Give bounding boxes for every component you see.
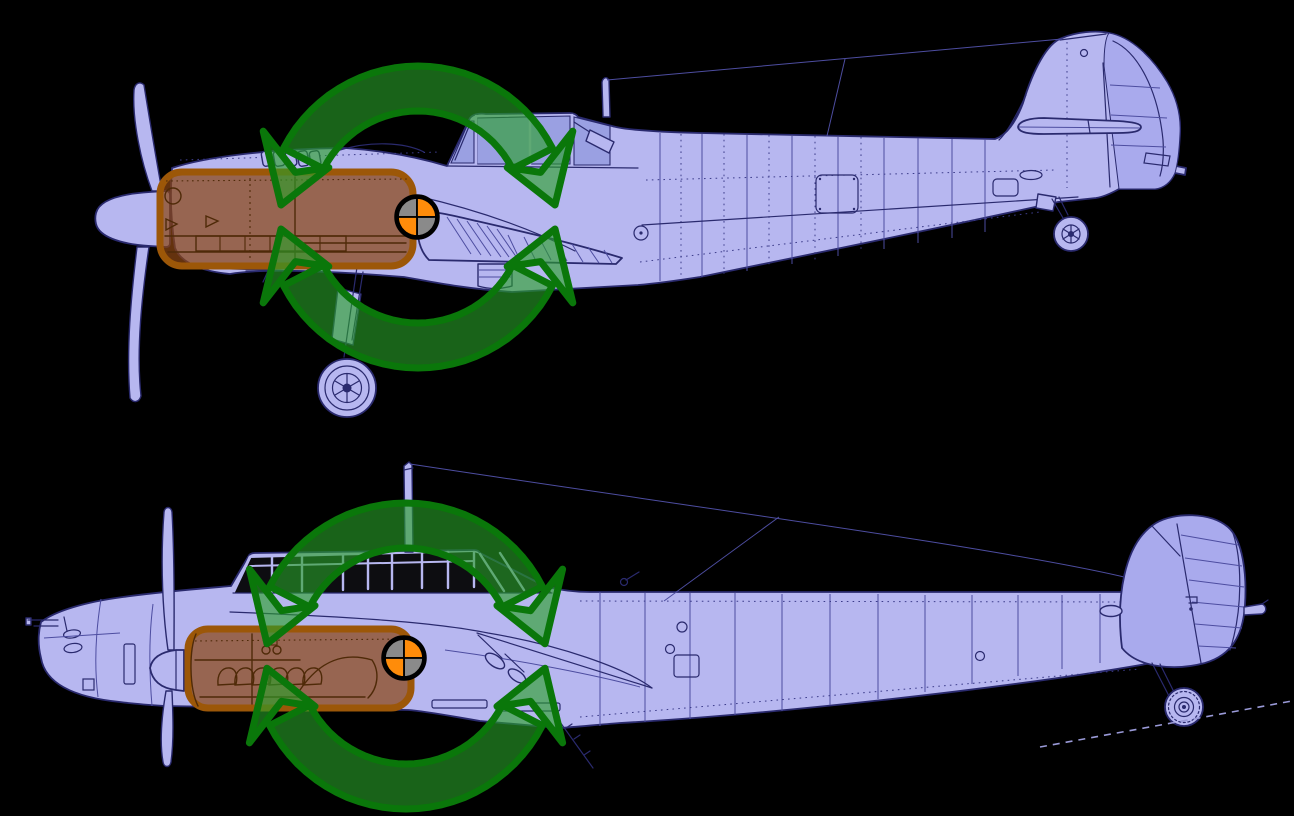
engine-nacelle xyxy=(149,506,199,768)
wing-root xyxy=(229,611,653,769)
fuselage-panel-lines xyxy=(579,571,1141,726)
tail-fin xyxy=(1119,514,1247,668)
propeller-icon xyxy=(161,506,175,651)
rudder xyxy=(1103,32,1181,190)
center-of-gravity-icon-top xyxy=(394,194,440,240)
propeller-icon xyxy=(127,82,163,403)
rotation-arrows-icon-bottom xyxy=(245,499,567,813)
antenna-wires xyxy=(409,463,1125,602)
antenna-wire xyxy=(606,38,1063,81)
rotation-arrows-icon-top xyxy=(259,62,577,372)
antenna xyxy=(601,38,1063,137)
nose-details xyxy=(25,598,154,707)
ventral-rod xyxy=(559,721,594,769)
tail xyxy=(1099,514,1269,727)
ground-line xyxy=(1039,700,1293,748)
tailplane xyxy=(1017,117,1142,135)
tailplane xyxy=(1099,604,1123,618)
tail xyxy=(998,33,1171,252)
center-of-gravity-icon-bottom xyxy=(381,635,427,681)
fuselage-panel-lines xyxy=(179,133,1079,281)
